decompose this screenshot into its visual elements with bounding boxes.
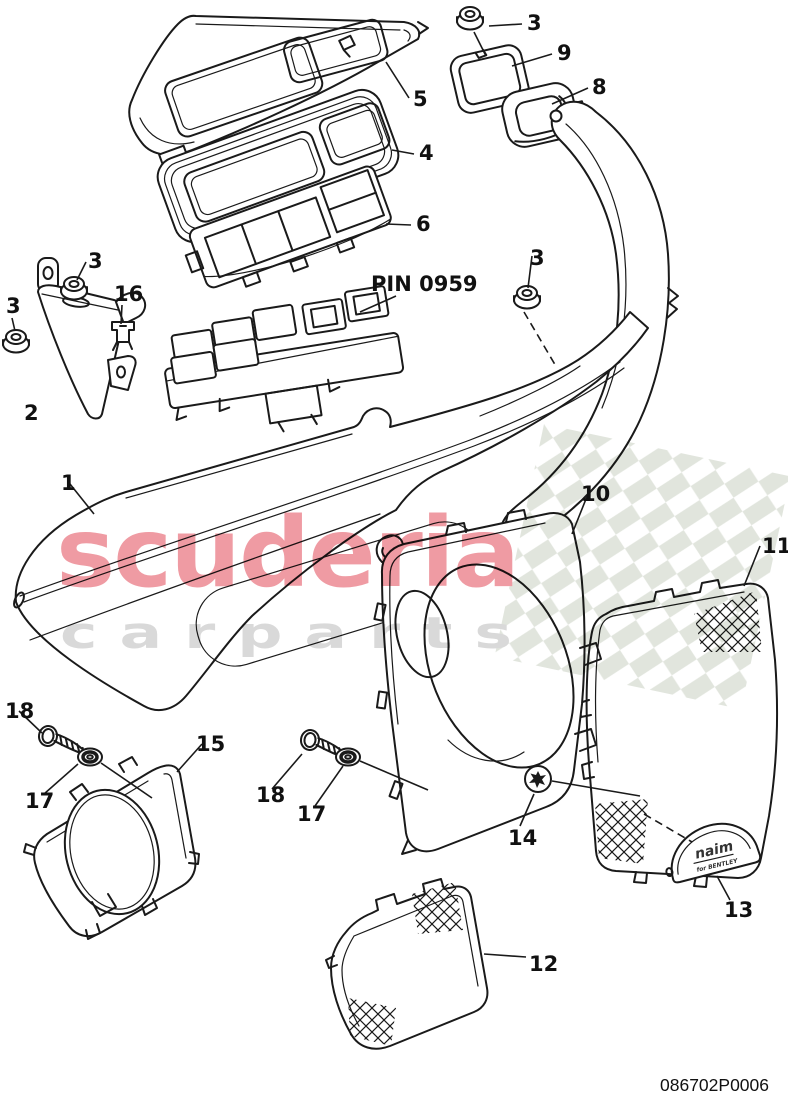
leader-line <box>483 953 527 958</box>
part-3-nut <box>2 329 30 354</box>
callout-4: 4 <box>419 141 434 165</box>
callout-11: 11 <box>762 534 788 558</box>
part-15-speaker-bezel <box>23 756 200 940</box>
callout-12: 12 <box>529 952 558 976</box>
callout-3: 3 <box>527 11 542 35</box>
watermark: scuderia c a r p a r t s <box>56 424 788 710</box>
leader-lines <box>11 23 761 958</box>
leader-line <box>69 483 95 515</box>
part-6-switch-housing <box>184 165 392 289</box>
leader-line <box>176 743 203 773</box>
leader-line <box>385 223 412 226</box>
part-3-nut <box>456 6 484 31</box>
leader-line <box>43 763 79 795</box>
callout-10: 10 <box>581 482 610 506</box>
callout-1: 1 <box>61 471 76 495</box>
leader-line <box>743 545 761 587</box>
leader-line <box>527 255 533 289</box>
part-17-grommet <box>334 746 362 768</box>
leader-line <box>519 793 535 827</box>
callout-13: 13 <box>724 898 753 922</box>
part-3-nut <box>60 276 88 301</box>
part-3-nut <box>513 285 541 310</box>
leader-line <box>551 780 641 797</box>
leader-line <box>511 53 553 67</box>
leader-line <box>391 149 415 155</box>
callout-17: 17 <box>25 789 54 813</box>
leader-line <box>100 762 153 799</box>
callout-5: 5 <box>413 87 428 111</box>
callout-9: 9 <box>557 41 572 65</box>
checkered-flag-watermark <box>494 424 788 710</box>
leader-line-dashed <box>523 311 558 369</box>
callout-6: 6 <box>416 212 431 236</box>
part-14-torx-screw <box>524 765 552 793</box>
leader-line <box>271 753 303 790</box>
part-16-clip <box>111 321 135 351</box>
leader-line <box>11 317 16 332</box>
leader-line <box>314 765 344 807</box>
leader-line <box>488 23 523 27</box>
window-switch-pack <box>164 285 405 433</box>
callout-15: 15 <box>196 732 225 756</box>
leader-line <box>551 87 589 105</box>
callout-16: 16 <box>114 282 143 306</box>
leader-line <box>716 875 731 901</box>
callout-3: 3 <box>6 294 21 318</box>
part-code: 086702P0006 <box>660 1075 769 1095</box>
callout-17: 17 <box>297 802 326 826</box>
callout-8: 8 <box>592 75 607 99</box>
watermark-subtitle: c a r p a r t s <box>60 608 512 659</box>
callout-3: 3 <box>88 249 103 273</box>
part-12-cover <box>325 878 489 1050</box>
leader-line <box>359 295 397 313</box>
callout-18: 18 <box>5 699 34 723</box>
part-17-grommet <box>76 746 104 768</box>
leader-line <box>385 61 410 99</box>
callout-pin-0959: PIN 0959 <box>371 272 478 296</box>
callout-2: 2 <box>24 401 39 425</box>
callout-14: 14 <box>508 826 537 850</box>
callout-3: 3 <box>530 246 545 270</box>
leader-line <box>359 760 429 791</box>
leader-line <box>571 493 589 535</box>
leader-line <box>120 304 123 325</box>
leader-line <box>473 31 487 57</box>
part-1-armrest <box>13 100 679 712</box>
part-13-badge: naim for BENTLEY <box>665 822 762 884</box>
line-art-layer: naim for BENTLEY <box>2 6 778 1050</box>
part-2-bracket <box>37 257 147 420</box>
leader-line <box>18 710 43 734</box>
leader-line-dashed <box>643 813 693 843</box>
watermark-brand: scuderia <box>56 497 518 609</box>
leader-line <box>76 261 87 281</box>
callout-18: 18 <box>256 783 285 807</box>
